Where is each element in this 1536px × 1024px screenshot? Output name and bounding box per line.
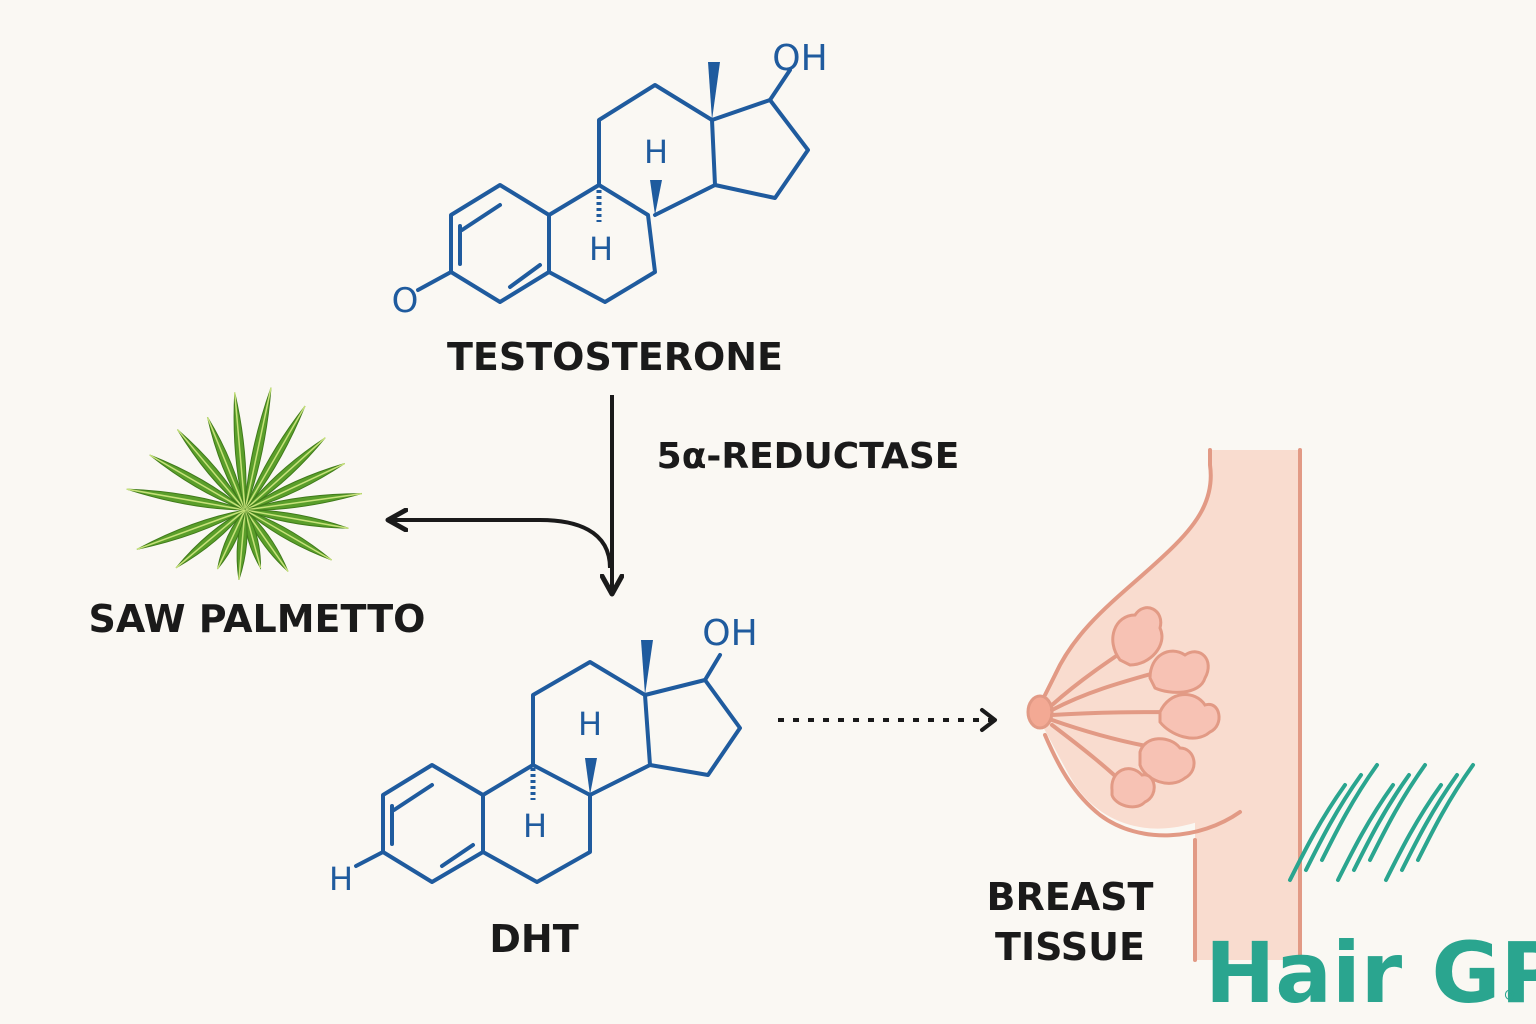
palm-frond-vein: [244, 437, 326, 511]
enzyme-label: 5α-REDUCTASE: [657, 436, 960, 477]
brand-wave-line: [1320, 763, 1379, 862]
brand-wave-line: [1336, 783, 1395, 882]
palm-frond-vein: [244, 509, 289, 572]
dht-h-upper: H: [578, 705, 602, 743]
testosterone-oh-group: OH: [772, 38, 827, 79]
palm-frond-vein: [244, 405, 306, 511]
dht-h-lower: H: [523, 807, 547, 845]
palm-frond-vein: [244, 509, 349, 529]
palm-frond-vein: [136, 509, 246, 551]
palm-frond-vein: [244, 387, 272, 511]
palm-frond-vein: [216, 509, 246, 570]
brand-wave-line: [1304, 773, 1363, 872]
dht-label: DHT: [489, 917, 578, 961]
testosterone-h-lower: H: [589, 230, 613, 268]
palm-frond-vein: [126, 488, 246, 511]
palm-frond-vein: [238, 509, 246, 580]
testosterone-label: TESTOSTERONE: [447, 335, 783, 379]
dht-oh-group: OH: [702, 613, 757, 654]
saw-palmetto-label: SAW PALMETTO: [89, 597, 426, 641]
breast-tissue-label-line2: TISSUE: [995, 925, 1145, 969]
palm-frond-vein: [206, 417, 246, 511]
brand-wave-line: [1416, 763, 1475, 862]
brand-wave-line: [1400, 773, 1459, 872]
palm-frond-vein: [149, 454, 246, 511]
breast-icon: [1026, 448, 1302, 962]
palm-leaf-icon: [126, 387, 362, 580]
inhibition-arrow: [390, 520, 612, 569]
testosterone-structure: O OH H H: [392, 38, 828, 321]
brand-wave-line: [1368, 763, 1427, 862]
effect-arrowhead: [980, 708, 997, 732]
brand-registered-mark: ®: [1503, 988, 1517, 1004]
testosterone-o-atom: O: [392, 281, 419, 321]
palm-frond-vein: [244, 462, 346, 511]
breast-tissue-label-line1: BREAST: [987, 875, 1154, 919]
brand-wave-icon: [1288, 763, 1475, 882]
brand-logo-text: Hair GP: [1205, 924, 1536, 1022]
dht-structure: H OH H H: [329, 613, 758, 898]
palm-frond-vein: [175, 509, 246, 569]
brand-wave-line: [1384, 783, 1443, 882]
brand-wave-line: [1352, 773, 1411, 872]
brand-wave-line: [1288, 783, 1347, 882]
palm-frond-vein: [233, 392, 246, 511]
testosterone-h-upper: H: [644, 133, 668, 171]
palm-frond-vein: [244, 492, 362, 511]
dht-h-atom: H: [329, 860, 353, 898]
palm-frond-vein: [176, 429, 246, 511]
palm-frond-vein: [244, 509, 262, 569]
palm-frond-vein: [244, 509, 332, 561]
